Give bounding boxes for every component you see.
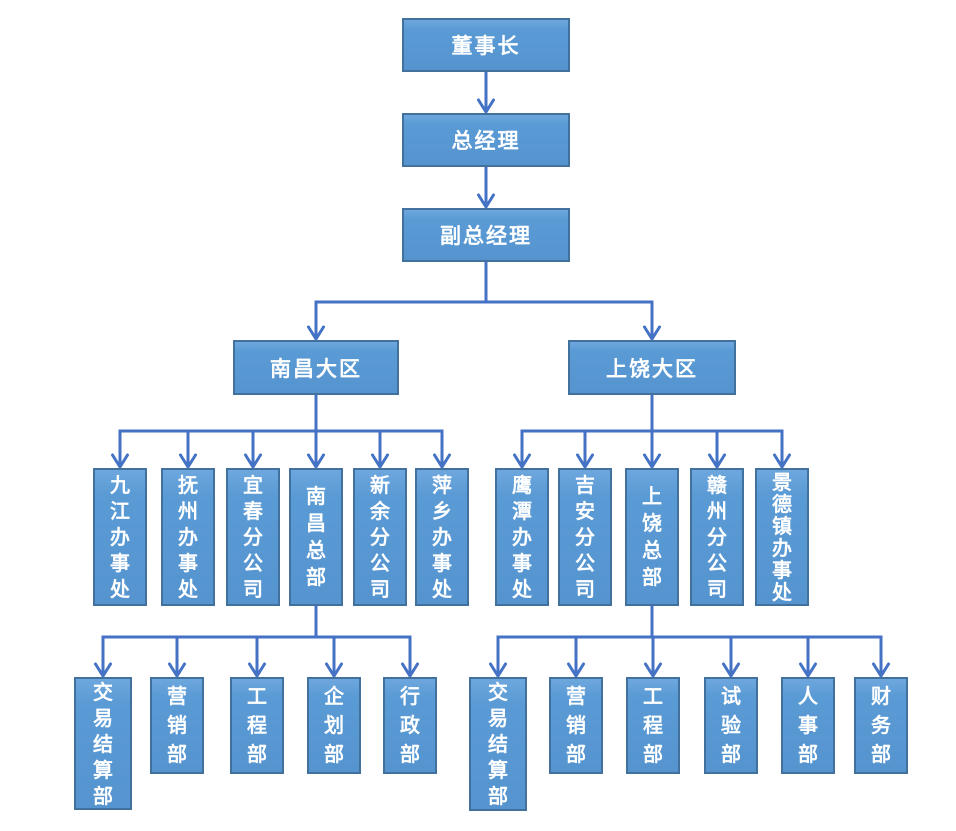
org-node-label: 上饶总部 bbox=[642, 484, 662, 589]
org-node-label: 新余分公司 bbox=[370, 473, 390, 601]
org-node-gm: 总经理 bbox=[402, 113, 570, 167]
org-node-label: 企划部 bbox=[324, 684, 344, 766]
org-node-label: 工程部 bbox=[643, 684, 663, 766]
org-node-shangrao-hq: 上饶总部 bbox=[625, 468, 679, 606]
arrowhead-icon bbox=[433, 453, 451, 469]
arrowhead-icon bbox=[477, 193, 495, 209]
org-node-label: 工程部 bbox=[247, 684, 267, 766]
arrowhead-icon bbox=[94, 662, 112, 678]
org-node-label: 行政部 bbox=[400, 684, 420, 766]
arrowhead-icon bbox=[179, 453, 197, 469]
org-node-label: 营销部 bbox=[566, 684, 586, 766]
org-node-nc-planning: 企划部 bbox=[307, 677, 361, 774]
arrowhead-icon bbox=[307, 325, 325, 341]
arrowhead-icon bbox=[799, 662, 817, 678]
org-node-jingdezhen: 景德镇办事处 bbox=[755, 468, 809, 606]
arrowhead-icon bbox=[513, 453, 531, 469]
arrowhead-icon bbox=[643, 453, 661, 469]
arrowhead-icon bbox=[708, 453, 726, 469]
org-node-label: 董事长 bbox=[451, 33, 521, 58]
org-node-label: 交易结算部 bbox=[93, 679, 113, 808]
org-node-nanchang-hq: 南昌总部 bbox=[289, 468, 343, 606]
org-node-jiujiang: 九江办事处 bbox=[93, 468, 147, 606]
arrowhead-icon bbox=[401, 662, 419, 678]
arrowhead-icon bbox=[371, 453, 389, 469]
org-node-sr-settlement: 交易结算部 bbox=[469, 677, 527, 811]
org-node-label: 人事部 bbox=[798, 684, 818, 766]
org-node-nc-engineering: 工程部 bbox=[230, 677, 284, 774]
arrowhead-icon bbox=[872, 662, 890, 678]
org-node-label: 鹰潭办事处 bbox=[512, 473, 532, 601]
org-node-label: 景德镇办事处 bbox=[772, 470, 792, 604]
org-node-xinyu: 新余分公司 bbox=[353, 468, 407, 606]
org-node-label: 吉安分公司 bbox=[575, 473, 595, 601]
org-node-chairman: 董事长 bbox=[402, 18, 570, 72]
org-node-sr-hr: 人事部 bbox=[781, 677, 835, 774]
org-node-label: 赣州分公司 bbox=[707, 473, 727, 601]
org-node-label: 副总经理 bbox=[440, 223, 532, 248]
arrowhead-icon bbox=[644, 662, 662, 678]
arrowhead-icon bbox=[325, 662, 343, 678]
arrowhead-icon bbox=[722, 662, 740, 678]
org-node-label: 南昌大区 bbox=[270, 355, 362, 381]
org-node-ganzhou: 赣州分公司 bbox=[690, 468, 744, 606]
org-node-label: 九江办事处 bbox=[110, 473, 130, 601]
org-node-label: 宜春分公司 bbox=[243, 473, 263, 601]
org-node-fuzhou: 抚州办事处 bbox=[161, 468, 215, 606]
org-node-label: 财务部 bbox=[871, 684, 891, 766]
org-node-sr-finance: 财务部 bbox=[854, 677, 908, 774]
arrowhead-icon bbox=[773, 453, 791, 469]
arrowhead-icon bbox=[248, 662, 266, 678]
arrowhead-icon bbox=[168, 662, 186, 678]
arrowhead-icon bbox=[576, 453, 594, 469]
org-node-shangrao-region: 上饶大区 bbox=[568, 340, 736, 395]
org-node-jian: 吉安分公司 bbox=[558, 468, 612, 606]
org-node-label: 萍乡办事处 bbox=[432, 473, 452, 601]
org-node-label: 营销部 bbox=[167, 684, 187, 766]
org-node-pingxiang: 萍乡办事处 bbox=[415, 468, 469, 606]
org-node-label: 交易结算部 bbox=[488, 680, 508, 808]
org-node-label: 抚州办事处 bbox=[178, 473, 198, 601]
arrowhead-icon bbox=[489, 662, 507, 678]
arrowhead-icon bbox=[307, 453, 325, 469]
org-node-yingtan: 鹰潭办事处 bbox=[495, 468, 549, 606]
arrowhead-icon bbox=[111, 453, 129, 469]
org-node-label: 总经理 bbox=[451, 128, 521, 153]
org-node-nc-admin: 行政部 bbox=[383, 677, 437, 774]
arrowhead-icon bbox=[244, 453, 262, 469]
org-node-nc-settlement: 交易结算部 bbox=[74, 677, 132, 810]
org-node-sr-testing: 试验部 bbox=[704, 677, 758, 774]
org-node-label: 南昌总部 bbox=[306, 484, 326, 589]
arrowhead-icon bbox=[477, 98, 495, 114]
org-node-label: 试验部 bbox=[721, 684, 741, 766]
arrowhead-icon bbox=[643, 325, 661, 341]
org-node-yichun: 宜春分公司 bbox=[226, 468, 280, 606]
org-node-label: 上饶大区 bbox=[606, 355, 698, 381]
arrowhead-icon bbox=[567, 662, 585, 678]
org-node-dgm: 副总经理 bbox=[402, 208, 570, 262]
org-node-sr-engineering: 工程部 bbox=[626, 677, 680, 774]
org-node-nc-marketing: 营销部 bbox=[150, 677, 204, 774]
org-node-nanchang-region: 南昌大区 bbox=[233, 340, 399, 395]
org-node-sr-marketing: 营销部 bbox=[549, 677, 603, 774]
